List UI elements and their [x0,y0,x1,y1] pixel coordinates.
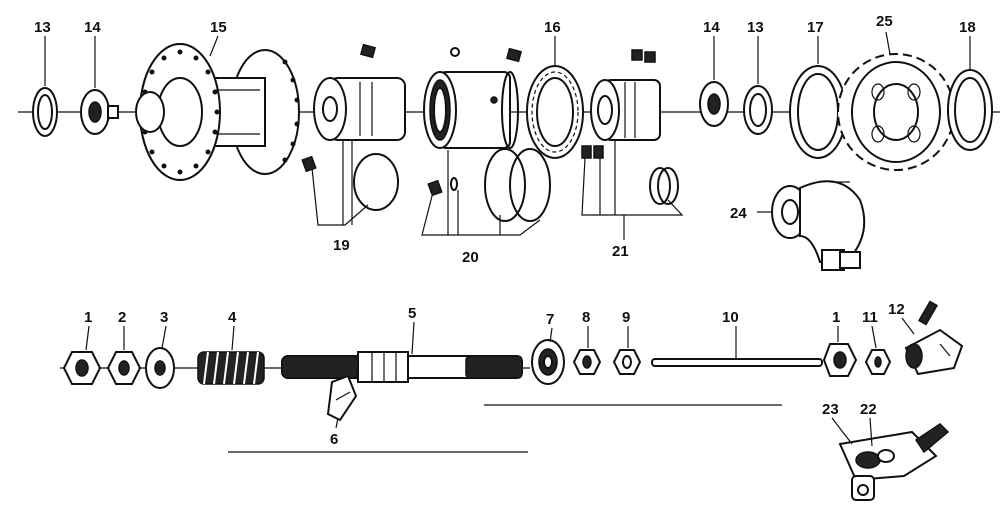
label-3: 3 [160,309,168,326]
part-16-bearing-ring [526,65,584,159]
part-8-nut [572,349,602,375]
part-4-spring [197,351,265,385]
label-5: 5 [408,305,416,322]
label-25: 25 [876,13,893,30]
part-20-carrier [423,47,551,222]
label-24: 24 [730,205,747,222]
part-1-left-nut [62,351,102,385]
part-10-push-rod [651,358,823,367]
label-17: 17 [807,19,824,36]
part-25-sprocket [837,53,955,171]
part-21-driver [581,49,679,205]
label-20: 20 [462,249,479,266]
label-6: 6 [330,431,338,448]
label-8: 8 [582,309,590,326]
label-23: 23 [822,401,839,418]
part-11-nut [864,349,892,375]
label-14-left: 14 [84,19,101,36]
label-16: 16 [544,19,561,36]
part-14-right-cone [699,81,729,127]
label-15: 15 [210,19,227,36]
part-2-nut [106,351,142,385]
label-19: 19 [333,237,350,254]
part-5-axle [281,351,523,383]
part-17-dust-cap [789,65,847,159]
label-18: 18 [959,19,976,36]
label-13-left: 13 [34,19,51,36]
label-9: 9 [622,309,630,326]
label-7: 7 [546,311,554,328]
label-1-right: 1 [832,309,840,326]
part-22-shifter [838,423,950,501]
part-12-indicator [904,300,964,376]
part-7-cone [531,339,565,385]
label-21: 21 [612,243,629,260]
part-15-hub-shell [135,43,300,181]
part-18-snap-ring [947,69,993,151]
label-13-right: 13 [747,19,764,36]
label-22: 22 [860,401,877,418]
part-19-driver [301,43,406,211]
label-2: 2 [118,309,126,326]
label-10: 10 [722,309,739,326]
label-1-left: 1 [84,309,92,326]
part-24-clamp [771,180,866,271]
part-13-left-ring [32,87,58,137]
part-14-left-cone [80,89,119,135]
label-12: 12 [888,301,905,318]
part-1-right-nut [822,343,858,377]
part-9-washer [612,349,642,375]
part-3-cone [145,347,175,389]
label-11: 11 [862,309,878,326]
part-13-right-ring [743,85,773,135]
part-6-key [326,374,358,422]
label-4: 4 [228,309,237,326]
label-14-right: 14 [703,19,720,36]
